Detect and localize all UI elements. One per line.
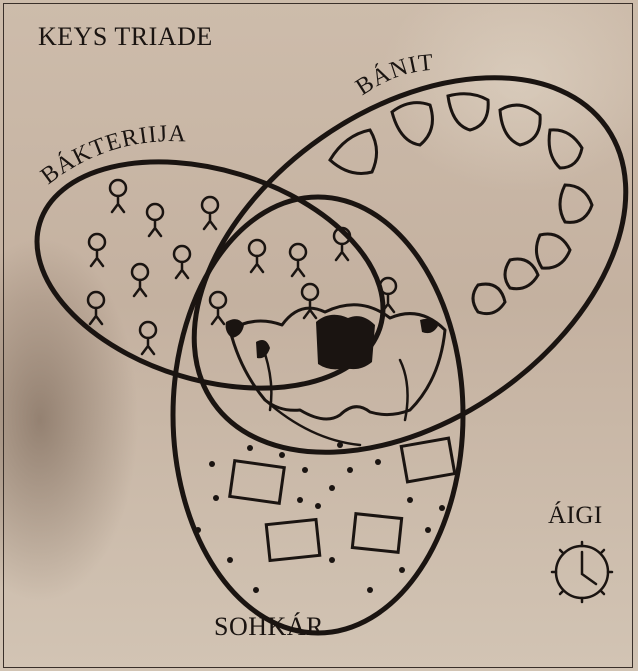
sugar-grains — [195, 442, 445, 593]
enamel-spot-mid — [256, 340, 270, 358]
bacterium — [89, 234, 105, 266]
sugar-cubes — [230, 438, 455, 560]
bacterium — [290, 244, 306, 276]
sugar-cube — [230, 461, 285, 504]
set-label-sugar: SOHKÁR — [214, 612, 324, 642]
sugar-cube — [266, 519, 319, 560]
bacterium — [202, 197, 218, 229]
bacterium — [88, 292, 104, 324]
set-label-bacteria: BÁKTERIIJA — [36, 121, 187, 190]
bacterium — [302, 284, 318, 318]
bone-tiles — [330, 94, 592, 314]
time-label: ÁIGI — [548, 502, 603, 530]
bacterium — [174, 246, 190, 278]
bacterium — [147, 204, 163, 236]
set-sugar-ellipse — [173, 197, 463, 633]
tooth-cavity — [316, 315, 375, 370]
bacterium — [249, 240, 265, 272]
bacterium — [210, 292, 226, 324]
set-label-bone: BÁNIT — [351, 50, 435, 101]
bacterium — [140, 322, 156, 354]
clock-icon — [552, 542, 612, 602]
enamel-spot-left — [226, 319, 244, 338]
sugar-cube — [352, 514, 401, 553]
bacterium — [132, 264, 148, 296]
sugar-cube — [401, 438, 455, 482]
bacterium — [110, 180, 126, 212]
